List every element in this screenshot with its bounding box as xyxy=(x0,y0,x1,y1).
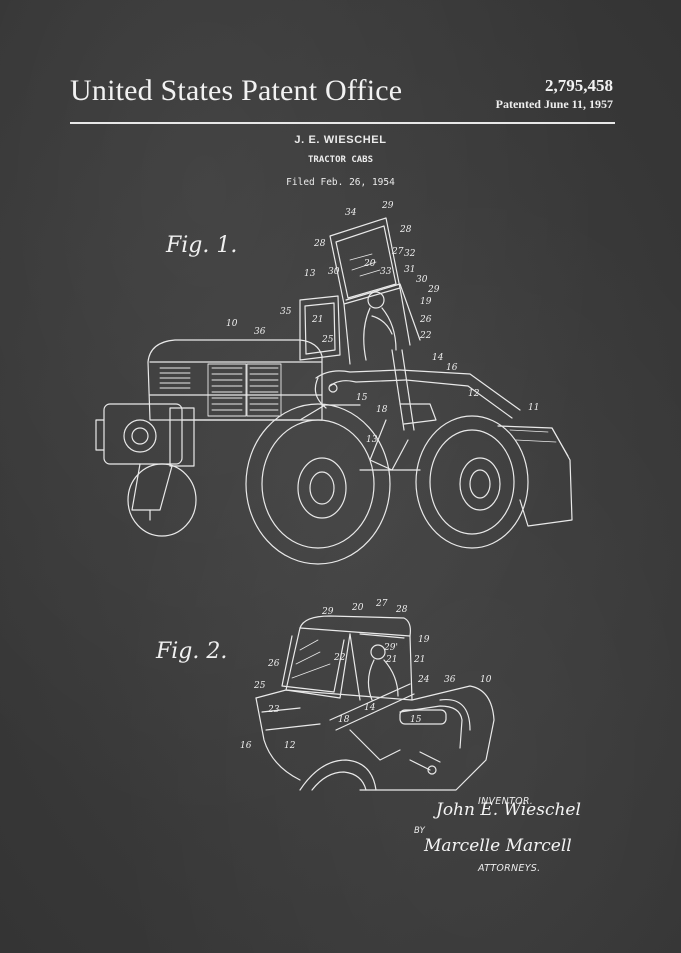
ref-numeral: 34 xyxy=(345,208,357,218)
ref-numeral: 15 xyxy=(356,393,368,403)
ref-numeral: 18 xyxy=(338,715,350,725)
ref-numeral: 25 xyxy=(253,681,266,691)
ref-numeral: 29 xyxy=(321,607,334,617)
ref-numeral: 16 xyxy=(240,741,252,751)
ref-numeral: 27 xyxy=(391,247,404,257)
ref-numeral: 36 xyxy=(254,327,266,337)
fig2-reference-numerals: 29 20 27 28 19 29' 22 21 21 26 25 24 36 … xyxy=(240,599,492,751)
ref-numeral: 24 xyxy=(417,675,430,685)
ref-numeral: 18 xyxy=(376,405,388,415)
ref-numeral: 33 xyxy=(380,267,392,277)
ref-numeral: 12 xyxy=(468,389,480,399)
ref-numeral: 20 xyxy=(351,603,364,613)
ref-numeral: 29 xyxy=(381,201,394,211)
header-rule xyxy=(70,122,615,124)
ref-numeral: 29 xyxy=(427,285,440,295)
ref-numeral: 26 xyxy=(419,315,432,325)
ref-numeral: 35 xyxy=(280,307,292,317)
ref-numeral: 10 xyxy=(480,675,492,685)
ref-numeral: 13 xyxy=(304,269,316,279)
attorney-signature: Marcelle Marcell xyxy=(424,836,572,856)
ref-numeral: 25 xyxy=(321,335,334,345)
ref-numeral: 20 xyxy=(363,259,376,269)
ref-numeral: 16 xyxy=(446,363,458,373)
patent-number: 2,795,458 xyxy=(545,76,613,95)
ref-numeral: 22 xyxy=(419,331,432,341)
ref-numeral: 23 xyxy=(267,705,280,715)
ref-numeral: 31 xyxy=(404,265,415,275)
ref-numeral: 28 xyxy=(313,239,326,249)
fig2-label: Fig. 2. xyxy=(155,639,227,664)
inventor-name: J. E. WIESCHEL xyxy=(294,134,387,146)
ref-numeral: 15 xyxy=(410,715,422,725)
ref-numeral: 21 xyxy=(385,655,397,665)
attorneys-label: ATTORNEYS. xyxy=(478,863,541,874)
inventor-signature: John E. Wieschel xyxy=(436,800,581,820)
ref-numeral: 21 xyxy=(311,315,323,325)
fig2-cab-drawing xyxy=(255,615,495,791)
ref-numeral: 36 xyxy=(444,675,456,685)
ref-numeral: 32 xyxy=(404,249,416,259)
ref-numeral: 13 xyxy=(366,435,378,445)
ref-numeral: 28 xyxy=(399,225,412,235)
ref-numeral: 12 xyxy=(284,741,296,751)
fig1-label: Fig. 1. xyxy=(165,233,237,258)
ref-numeral: 27 xyxy=(375,599,388,609)
ref-numeral: 22 xyxy=(333,653,346,663)
ref-numeral: 21 xyxy=(413,655,425,665)
ref-numeral: 29' xyxy=(383,643,398,653)
fig1-tractor-drawing xyxy=(95,217,573,565)
patent-date: Patented June 11, 1957 xyxy=(495,97,613,111)
inventor-label: INVENTOR. xyxy=(478,796,534,807)
ref-numeral: 28 xyxy=(395,605,408,615)
office-title: United States Patent Office xyxy=(70,74,403,107)
patent-subject: TRACTOR CABS xyxy=(307,155,374,165)
ref-numeral: 26 xyxy=(267,659,280,669)
ref-numeral: 14 xyxy=(364,703,376,713)
ref-numeral: 11 xyxy=(528,403,539,413)
ref-numeral: 30 xyxy=(416,275,428,285)
ref-numeral: 14 xyxy=(432,353,444,363)
ref-numeral: 30 xyxy=(328,267,340,277)
filed-date: Filed Feb. 26, 1954 xyxy=(286,177,395,188)
ref-numeral: 10 xyxy=(226,319,238,329)
ref-numeral: 19 xyxy=(418,635,430,645)
ref-numeral: 19 xyxy=(420,297,432,307)
fig1-reference-numerals: 34 29 28 28 32 30 20 33 31 30 13 29 19 3… xyxy=(226,201,539,445)
by-label: BY xyxy=(414,826,425,836)
